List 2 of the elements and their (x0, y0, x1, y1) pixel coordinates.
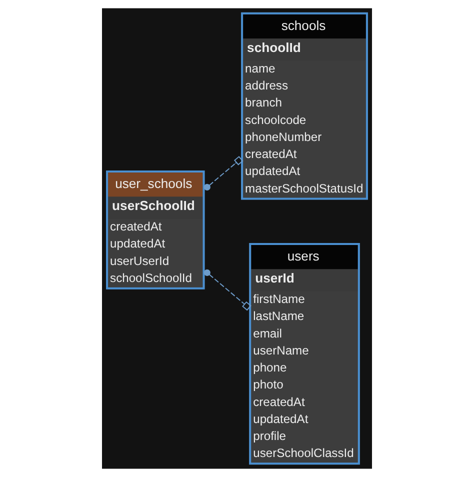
connector (204, 156, 244, 191)
connector (204, 269, 252, 311)
